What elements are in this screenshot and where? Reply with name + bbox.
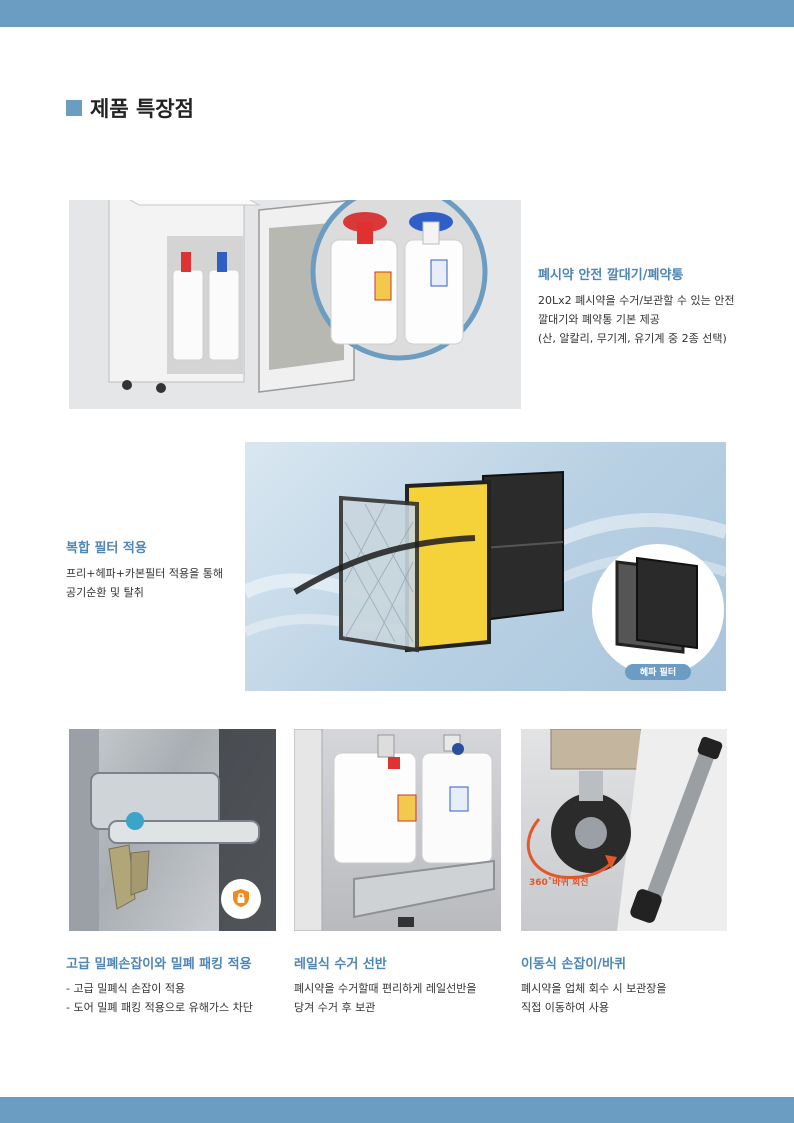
feature-mobility-title: 이동식 손잡이/바퀴: [521, 957, 626, 972]
title-square-icon: [66, 100, 82, 116]
feature-handle-text: 고급 밀폐손잡이와 밀폐 패킹 적용 - 고급 밀폐식 손잡이 적용 - 도어 …: [66, 953, 253, 1017]
feature-rail-title: 레일식 수거 선반: [294, 957, 387, 972]
feature-filter-line: 공기순환 및 탈취: [66, 586, 144, 599]
feature-waste-title: 폐시약 안전 깔대기/폐약통: [538, 268, 684, 283]
bottom-band: [0, 1097, 794, 1123]
feature-rail-text: 레일식 수거 선반 폐시약을 수거할때 편리하게 레일선반을 당겨 수거 후 보…: [294, 953, 477, 1017]
feature-waste-line: (산, 알칼리, 무기계, 유기계 중 2종 선택): [538, 332, 727, 345]
filter-illustration: 헤파 필터: [245, 442, 726, 691]
wheel-handle-graphic: [526, 729, 727, 931]
feature-rail-line: 당겨 수거 후 보관: [294, 1001, 376, 1014]
feature-filter-desc: 프리+헤파+카본필터 적용을 통해 공기순환 및 탈취: [66, 564, 223, 602]
lock-shield-icon: [233, 889, 249, 907]
filter-layers-graphic: [245, 470, 726, 680]
rail-shelf-photo: [294, 729, 501, 931]
feature-waste-line: 20Lx2 폐시약을 수거/보관할 수 있는 안전: [538, 294, 735, 307]
section-title: 제품 특장점: [66, 93, 194, 123]
feature-handle-title: 고급 밀폐손잡이와 밀폐 패킹 적용: [66, 957, 252, 972]
feature-mobility-desc: 폐시약을 업체 회수 시 보관장을 직접 이동하여 사용: [521, 979, 667, 1017]
feature-filter-title: 복합 필터 적용: [66, 541, 147, 556]
feature-handle-line: - 고급 밀폐식 손잡이 적용: [66, 982, 186, 995]
hepa-filter-label: 헤파 필터: [639, 668, 677, 678]
feature-rail-desc: 폐시약을 수거할때 편리하게 레일선반을 당겨 수거 후 보관: [294, 979, 477, 1017]
feature-waste-line: 깔대기와 폐약통 기본 제공: [538, 313, 660, 326]
feature-rail-line: 폐시약을 수거할때 편리하게 레일선반을: [294, 982, 477, 995]
feature-waste-desc: 20Lx2 폐시약을 수거/보관할 수 있는 안전 깔대기와 폐약통 기본 제공…: [538, 291, 735, 348]
feature-handle-desc: - 고급 밀폐식 손잡이 적용 - 도어 밀폐 패킹 적용으로 유해가스 차단: [66, 979, 253, 1017]
feature-mobility-line: 직접 이동하여 사용: [521, 1001, 609, 1014]
feature-mobility-text: 이동식 손잡이/바퀴 폐시약을 업체 회수 시 보관장을 직접 이동하여 사용: [521, 953, 667, 1017]
feature-waste-text: 폐시약 안전 깔대기/폐약통 20Lx2 폐시약을 수거/보관할 수 있는 안전…: [538, 264, 735, 348]
cabinet-illustration: [107, 170, 488, 393]
waste-cabinet-photo: [69, 170, 521, 409]
feature-handle-line: - 도어 밀폐 패킹 적용으로 유해가스 차단: [66, 1001, 253, 1014]
door-handle-photo: [69, 729, 276, 931]
door-handle-graphic: [69, 729, 276, 931]
wheel-handle-photo: 360˚바퀴 회전: [521, 729, 727, 931]
top-band: [0, 0, 794, 27]
feature-mobility-line: 폐시약을 업체 회수 시 보관장을: [521, 982, 667, 995]
page-title: 제품 특장점: [90, 97, 194, 121]
wheel-rotation-label: 360˚바퀴 회전: [529, 878, 589, 888]
feature-filter-text: 복합 필터 적용 프리+헤파+카본필터 적용을 통해 공기순환 및 탈취: [66, 537, 223, 602]
feature-filter-line: 프리+헤파+카본필터 적용을 통해: [66, 567, 223, 580]
rail-shelf-graphic: [294, 729, 495, 931]
